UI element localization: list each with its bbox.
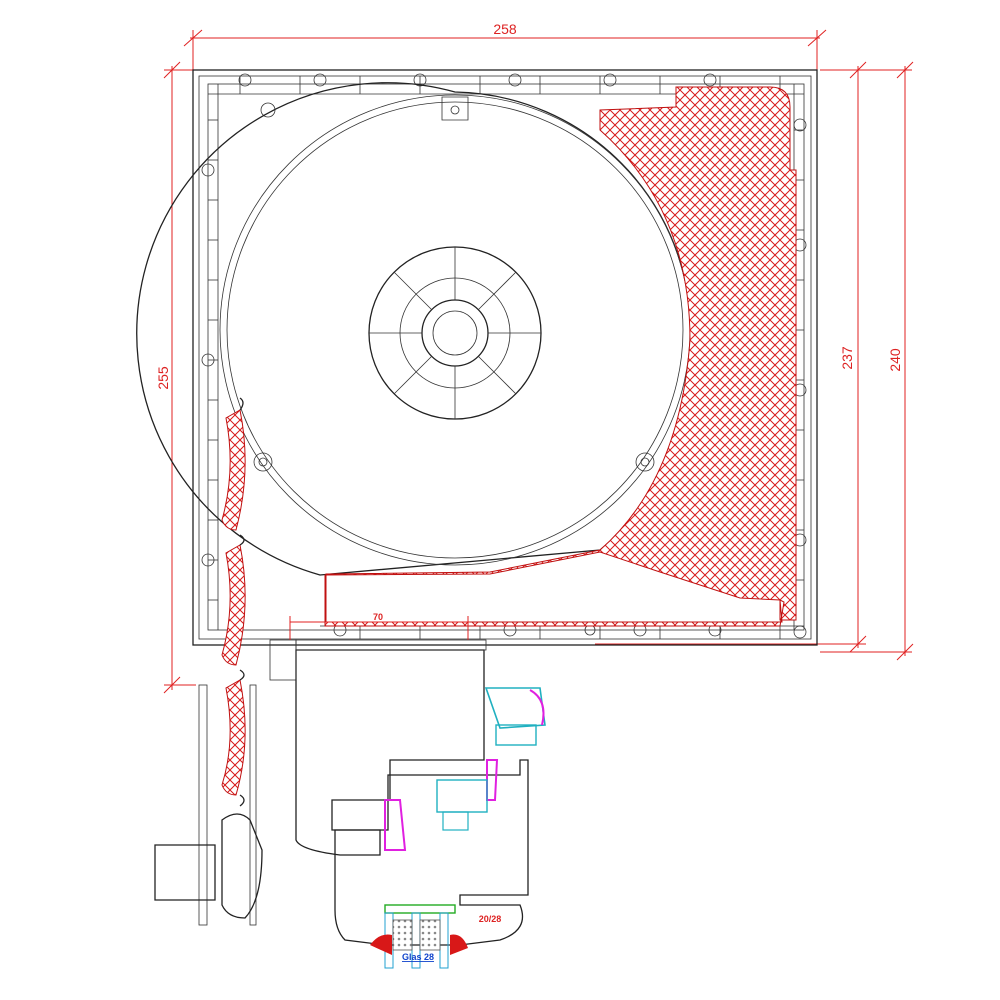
dimension-right-outer-height-label: 240 bbox=[887, 348, 903, 372]
seal-gaskets bbox=[384, 687, 546, 851]
dimension-right-inner-height: 237 bbox=[595, 61, 867, 653]
dimension-left-height: 255 bbox=[155, 61, 196, 694]
dimension-small-offset-label: 70 bbox=[373, 612, 383, 622]
shutter-box-casing bbox=[192, 69, 818, 646]
dimension-right-outer-height: 240 bbox=[820, 61, 914, 661]
dimension-top-width-label: 258 bbox=[493, 21, 517, 37]
glass-thickness-label: 20/28 bbox=[479, 914, 502, 924]
dimension-top-width: 258 bbox=[183, 21, 827, 72]
dimension-right-inner-height-label: 237 bbox=[839, 346, 855, 370]
roller-drum bbox=[136, 82, 692, 576]
glazing-unit: Glas 28 20/28 bbox=[370, 904, 502, 969]
insulation-block bbox=[324, 86, 797, 627]
dimension-left-height-label: 255 bbox=[155, 366, 171, 390]
guide-rail bbox=[154, 684, 263, 926]
glass-label: Glas 28 bbox=[402, 952, 434, 962]
dimension-small-offset: 70 bbox=[289, 612, 470, 640]
shutter-slats bbox=[221, 397, 246, 807]
window-frame-profile bbox=[269, 639, 529, 946]
